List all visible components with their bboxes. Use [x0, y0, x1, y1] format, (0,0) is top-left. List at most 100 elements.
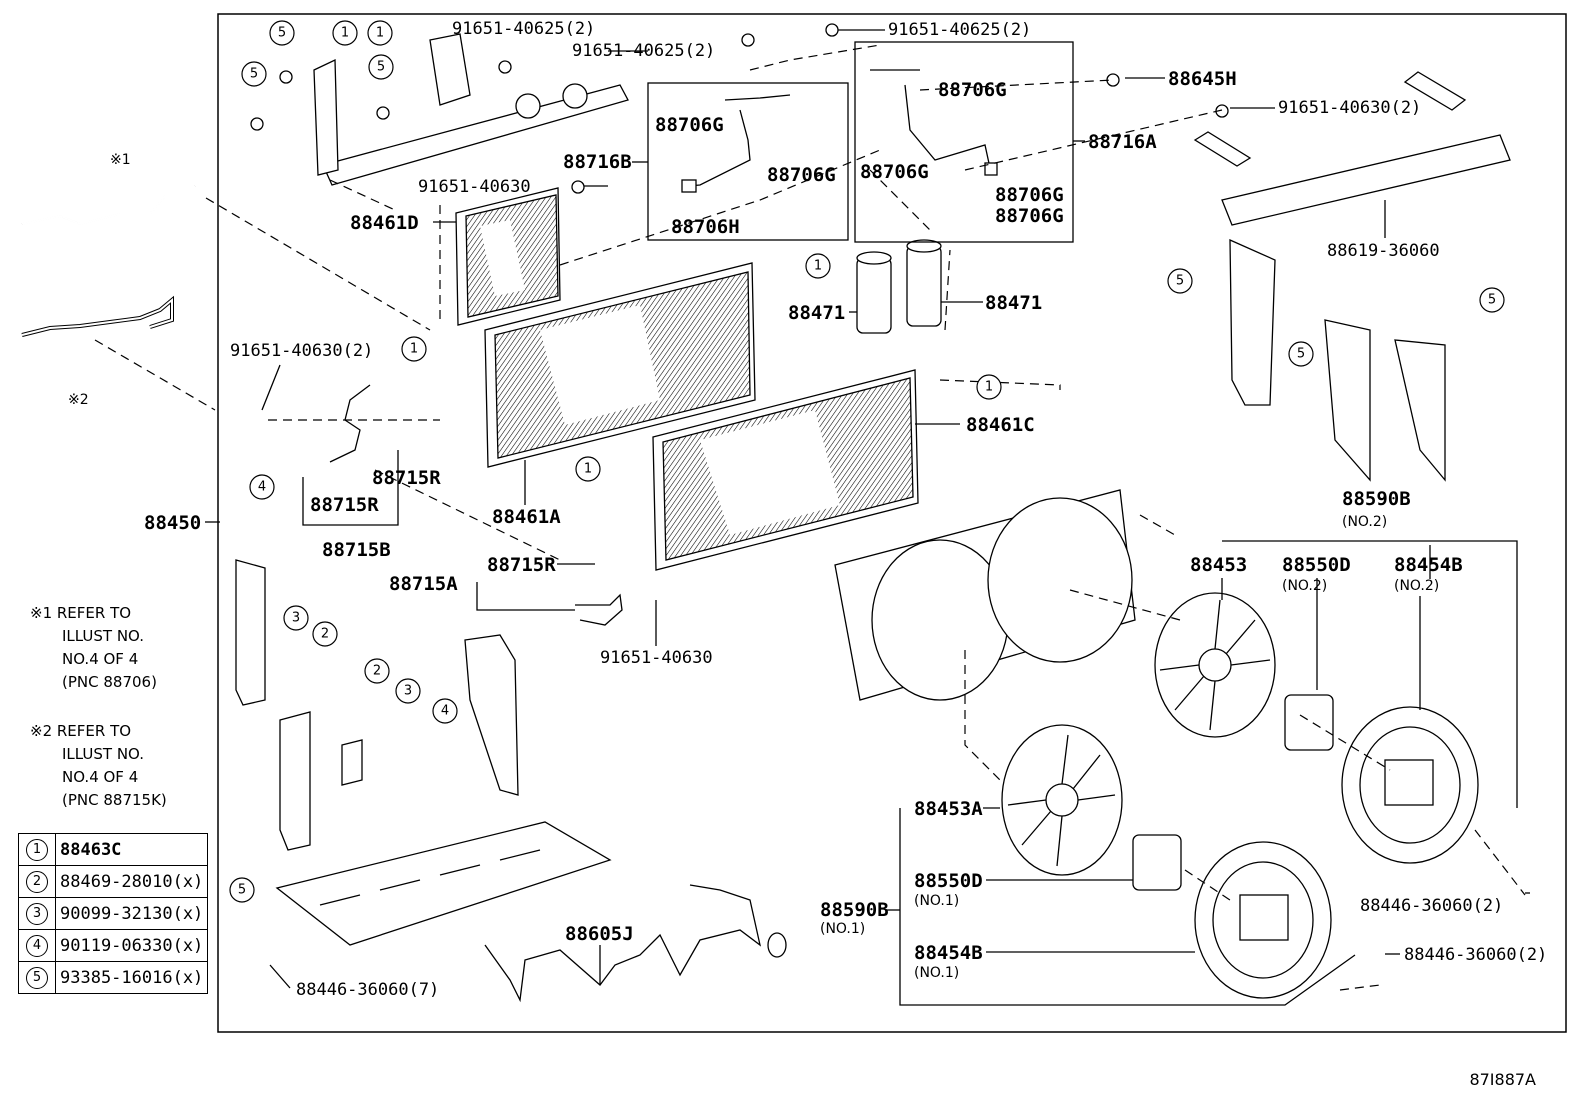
label-no2-a: (NO.2) — [1342, 514, 1387, 530]
label-88716A: 88716A — [1088, 131, 1157, 153]
note-1-line-2: ILLUST NO. — [62, 627, 145, 645]
label-88590B-top: 88590B — [1342, 488, 1411, 510]
callout-4-a: 4 — [249, 474, 275, 500]
fan-shroud — [834, 489, 1136, 701]
label-88454B-bot: 88454B — [914, 942, 983, 964]
fan-88454B-no1 — [1194, 841, 1332, 999]
callout-5-g: 5 — [229, 877, 255, 903]
diagram-frame — [217, 13, 1567, 1033]
label-88706G-c: 88706G — [767, 164, 836, 186]
callout-1-d: 1 — [401, 336, 427, 362]
brackets-right — [1229, 238, 1446, 482]
label-88706G-e: 88706G — [995, 184, 1064, 206]
callout-3-a: 3 — [283, 605, 309, 631]
legend-num: 3 — [26, 903, 48, 925]
legend-row: 5 93385-16016(x) — [18, 961, 209, 994]
svg-text:3: 3 — [404, 684, 412, 699]
note-2-line-2: ILLUST NO. — [62, 745, 145, 763]
legend-part: 93385-16016(x) — [54, 961, 209, 994]
svg-text:5: 5 — [1297, 347, 1305, 362]
label-no2-c: (NO.2) — [1394, 578, 1439, 594]
note-ref-2: ※2 REFER TO ILLUST NO. NO.4 OF 4 (PNC 88… — [30, 720, 167, 812]
label-88446-36060-2-b: 88446-36060(2) — [1404, 945, 1547, 965]
label-88461A: 88461A — [492, 506, 561, 528]
label-88715B: 88715B — [322, 539, 391, 561]
svg-text:5: 5 — [238, 883, 246, 898]
callout-1-a: 1 — [332, 20, 358, 46]
legend-row: 3 90099-32130(x) — [18, 897, 209, 930]
svg-text:4: 4 — [258, 480, 266, 495]
label-88715R-a: 88715R — [372, 467, 441, 489]
pipe-ref-1 — [21, 185, 196, 226]
bracket-lower-left-a — [235, 559, 363, 851]
dashed-guides — [94, 44, 1526, 991]
svg-text:1: 1 — [410, 342, 418, 357]
label-no1-b: (NO.1) — [820, 921, 865, 937]
callout-5-b: 5 — [241, 61, 267, 87]
label-88645H: 88645H — [1168, 68, 1237, 90]
svg-text:1: 1 — [584, 462, 592, 477]
svg-text:1: 1 — [341, 26, 349, 41]
undercover-plate — [275, 821, 612, 946]
svg-text:2: 2 — [373, 664, 381, 679]
label-ref-2: ※2 — [68, 392, 89, 408]
svg-text:5: 5 — [1176, 274, 1184, 289]
label-91651-40630-2-b: 91651-40630(2) — [230, 341, 373, 361]
callout-4-b: 4 — [432, 698, 458, 724]
svg-text:5: 5 — [1488, 293, 1496, 308]
svg-text:4: 4 — [441, 704, 449, 719]
fan-88453 — [1154, 592, 1276, 738]
svg-text:1: 1 — [376, 26, 384, 41]
svg-text:1: 1 — [985, 380, 993, 395]
fan-88453A — [1001, 724, 1123, 876]
pipe-ref-2 — [21, 295, 174, 337]
callout-5-d: 5 — [1167, 268, 1193, 294]
note-ref-1: ※1 REFER TO ILLUST NO. NO.4 OF 4 (PNC 88… — [30, 602, 157, 694]
hose-88715A — [575, 593, 623, 626]
callout-5-f: 5 — [1479, 287, 1505, 313]
label-88619-36060: 88619-36060 — [1327, 241, 1440, 261]
label-88471-b: 88471 — [985, 292, 1042, 314]
legend-row: 4 90119-06330(x) — [18, 929, 209, 962]
label-88446-36060-2-a: 88446-36060(2) — [1360, 896, 1503, 916]
callout-legend-table: 1 88463C 2 88469-28010(x) 3 90099-32130(… — [18, 833, 209, 994]
leader-lines — [205, 29, 1530, 1006]
label-88550D-top: 88550D — [1282, 554, 1351, 576]
legend-row: 1 88463C — [18, 833, 209, 866]
label-88471-a: 88471 — [788, 302, 845, 324]
label-88453A: 88453A — [914, 798, 983, 820]
box-88716A — [854, 41, 1074, 243]
note-1-line-4: (PNC 88706) — [62, 673, 157, 691]
receiver-dryer-a — [856, 251, 892, 334]
motor-88550D-no1 — [1132, 834, 1182, 891]
legend-part: 88469-28010(x) — [54, 865, 209, 898]
label-91651-40630-2-a: 91651-40630(2) — [1278, 98, 1421, 118]
condenser-88461D — [455, 187, 561, 326]
callout-5-e: 5 — [1288, 341, 1314, 367]
label-88706G-d: 88706G — [860, 161, 929, 183]
label-88454B-top: 88454B — [1394, 554, 1463, 576]
label-88461C: 88461C — [966, 414, 1035, 436]
wire-harness-88605J — [484, 884, 787, 1003]
label-88590B-bot: 88590B — [820, 899, 889, 921]
label-88453: 88453 — [1190, 554, 1247, 576]
legend-part: 90119-06330(x) — [54, 929, 209, 962]
svg-text:1: 1 — [814, 259, 822, 274]
note-1-line-3: NO.4 OF 4 — [62, 650, 139, 668]
condenser-88461C — [652, 369, 919, 571]
label-88706G-a: 88706G — [938, 79, 1007, 101]
svg-text:5: 5 — [278, 26, 286, 41]
callout-1-f: 1 — [575, 456, 601, 482]
callout-1-e: 1 — [976, 374, 1002, 400]
svg-text:3: 3 — [292, 611, 300, 626]
legend-part: 90099-32130(x) — [54, 897, 209, 930]
callout-1-b: 1 — [367, 20, 393, 46]
label-no2-b: (NO.2) — [1282, 578, 1327, 594]
label-88605J: 88605J — [565, 923, 634, 945]
legend-num: 5 — [26, 967, 48, 989]
label-88715R-c: 88715R — [487, 554, 556, 576]
label-88461D: 88461D — [350, 212, 419, 234]
fan-88454B-no2 — [1341, 706, 1479, 864]
label-91651-40625-2-c: 91651-40625(2) — [888, 20, 1031, 40]
